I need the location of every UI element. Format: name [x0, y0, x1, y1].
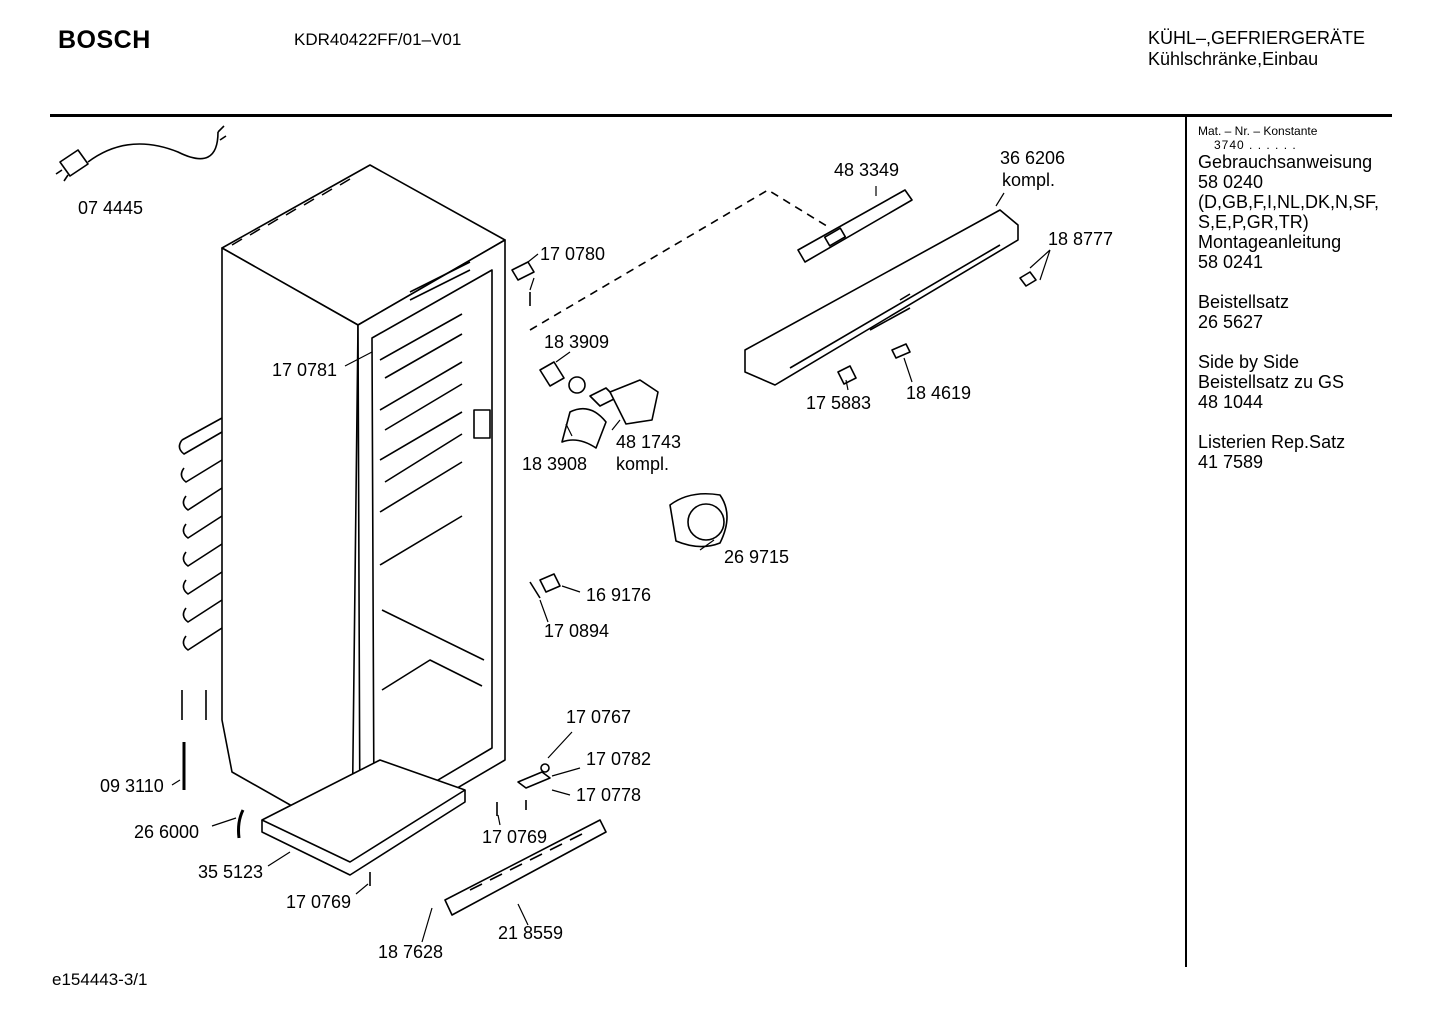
fan-cover-drawing	[669, 492, 728, 548]
part-label: 48 1743	[616, 432, 681, 452]
part-label: 35 5123	[198, 862, 263, 882]
part-label: 21 8559	[498, 923, 563, 943]
part-label: 18 8777	[1048, 229, 1113, 249]
side-panel-line: 26 5627	[1198, 312, 1264, 332]
diagram-id: e154443-3/1	[52, 970, 148, 989]
side-panel-line: Listerien Rep.Satz	[1198, 432, 1346, 452]
part-label: 17 0894	[544, 621, 609, 641]
part-label: 18 4619	[906, 383, 971, 403]
plinth-grille-drawing	[444, 819, 607, 916]
side-panel: Mat. – Nr. – Konstante 3740 . . . . . . …	[1198, 124, 1388, 472]
part-label: 17 0769	[482, 827, 547, 847]
base-plate-drawing	[261, 759, 466, 876]
part-label: 18 3909	[544, 332, 609, 352]
side-panel-line: 48 1044	[1198, 392, 1264, 412]
part-label: 36 6206	[1000, 148, 1065, 168]
side-panel-line: S,E,P,GR,TR)	[1198, 212, 1309, 232]
part-label: 17 0778	[576, 785, 641, 805]
header-divider	[50, 114, 1392, 117]
brand-logo: BOSCH	[58, 26, 151, 54]
side-panel-line: Gebrauchsanweisung	[1198, 152, 1373, 172]
control-panel-drawing	[744, 209, 1019, 386]
category-title: KÜHL–,GEFRIERGERÄTE	[1148, 28, 1366, 48]
fridge-cabinet-drawing	[221, 164, 506, 846]
part-label: 17 0767	[566, 707, 631, 727]
model-number: KDR40422FF/01–V01	[294, 30, 462, 49]
part-label: kompl.	[616, 454, 669, 474]
part-label: 17 5883	[806, 393, 871, 413]
part-label: 17 0782	[586, 749, 651, 769]
part-label: 26 6000	[134, 822, 199, 842]
side-panel-line: (D,GB,F,I,NL,DK,N,SF,	[1198, 192, 1380, 212]
side-panel-line: Side by Side	[1198, 352, 1300, 372]
part-label: 09 3110	[100, 776, 164, 796]
part-label: 17 0780	[540, 244, 605, 264]
side-panel-line: 58 0240	[1198, 172, 1264, 192]
lamp-parts-drawing	[539, 361, 659, 449]
side-panel-line: 41 7589	[1198, 452, 1264, 472]
part-label: 48 3349	[834, 160, 899, 180]
part-label: 16 9176	[586, 585, 651, 605]
mat-nr-value: 3740 . . . . . .	[1214, 138, 1297, 152]
pcb-connection-line	[529, 189, 831, 331]
mat-nr-label: Mat. – Nr. – Konstante	[1198, 124, 1318, 138]
side-panel-divider	[1185, 117, 1187, 967]
defrost-parts-drawing	[182, 271, 1037, 839]
side-panel-line: 58 0241	[1198, 252, 1264, 272]
side-panel-line: Montageanleitung	[1198, 232, 1342, 252]
power-cord-drawing	[55, 125, 227, 182]
part-label: 18 3908	[522, 454, 587, 474]
category-subtitle: Kühlschränke,Einbau	[1148, 49, 1319, 69]
part-label: 07 4445	[78, 198, 143, 218]
side-panel-line: Beistellsatz	[1198, 292, 1290, 312]
part-label: kompl.	[1002, 170, 1055, 190]
part-label: 17 0769	[286, 892, 351, 912]
side-panel-line: Beistellsatz zu GS	[1198, 372, 1345, 392]
part-label: 17 0781	[272, 360, 337, 380]
condenser-coil-drawing	[178, 417, 223, 720]
part-label: 18 7628	[378, 942, 443, 962]
hinge-parts-drawing	[369, 261, 561, 886]
pcb-drawing	[797, 189, 913, 263]
part-label: 26 9715	[724, 547, 789, 567]
leader-lines	[171, 186, 1051, 943]
